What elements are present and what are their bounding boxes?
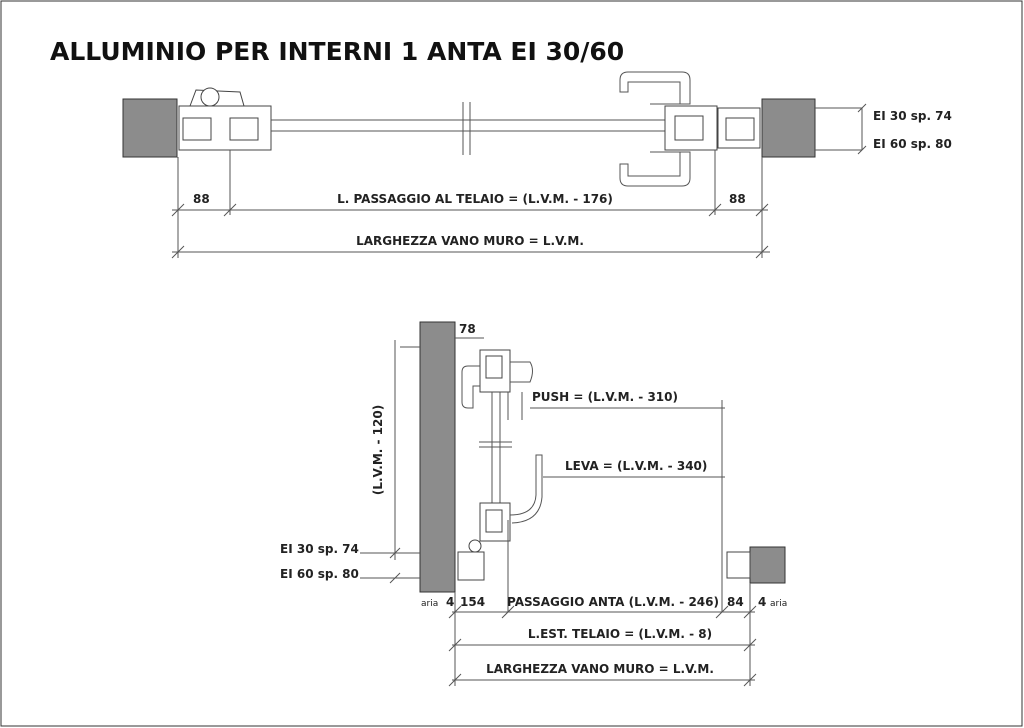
frame-width-label: L.EST. TELAIO = (L.V.M. - 8) bbox=[528, 627, 712, 641]
plan-view: (L.V.M. - 120) 78 PUSH = (L.V.M. - 310) … bbox=[280, 321, 787, 687]
ei60-label: EI 60 sp. 80 bbox=[280, 567, 359, 581]
drawing-title: ALLUMINIO PER INTERNI 1 ANTA EI 30/60 bbox=[50, 37, 624, 66]
right-wall bbox=[761, 98, 816, 158]
hinge-icon bbox=[468, 539, 482, 553]
top-view: 88 L. PASSAGGIO AL TELAIO = (L.V.M. - 17… bbox=[122, 71, 952, 259]
hinge-icon bbox=[200, 87, 220, 107]
left-wall bbox=[419, 321, 456, 593]
aria-right: aria bbox=[770, 599, 787, 609]
ei60-label: EI 60 sp. 80 bbox=[873, 137, 952, 151]
dim-84: 84 bbox=[727, 595, 744, 609]
door-profile-top bbox=[461, 349, 533, 409]
right-wall bbox=[749, 546, 786, 584]
door-profile-bottom bbox=[457, 454, 751, 581]
dim-88-right: 88 bbox=[729, 192, 746, 206]
height-label: (L.V.M. - 120) bbox=[371, 405, 385, 495]
aria-left: aria bbox=[421, 599, 438, 609]
push-label: PUSH = (L.V.M. - 310) bbox=[532, 390, 678, 404]
left-frame-profile bbox=[178, 87, 272, 151]
passage-anta-label: PASSAGGIO ANTA (L.V.M. - 246) bbox=[507, 595, 719, 609]
dim-88-left: 88 bbox=[193, 192, 210, 206]
dim-78: 78 bbox=[459, 322, 476, 336]
ei30-label: EI 30 sp. 74 bbox=[873, 109, 952, 123]
dim-154: 154 bbox=[460, 595, 485, 609]
wall-width-label: LARGHEZZA VANO MURO = L.V.M. bbox=[356, 234, 584, 248]
passage-label: L. PASSAGGIO AL TELAIO = (L.V.M. - 176) bbox=[337, 192, 613, 206]
left-wall bbox=[122, 98, 178, 158]
wall-width-label: LARGHEZZA VANO MURO = L.V.M. bbox=[486, 662, 714, 676]
leva-label: LEVA = (L.V.M. - 340) bbox=[565, 459, 707, 473]
right-frame-profile bbox=[664, 105, 761, 151]
gap-right: 4 bbox=[758, 595, 766, 609]
gap-left: 4 bbox=[446, 595, 454, 609]
ei30-label: EI 30 sp. 74 bbox=[280, 542, 359, 556]
handle-icon bbox=[619, 71, 691, 105]
